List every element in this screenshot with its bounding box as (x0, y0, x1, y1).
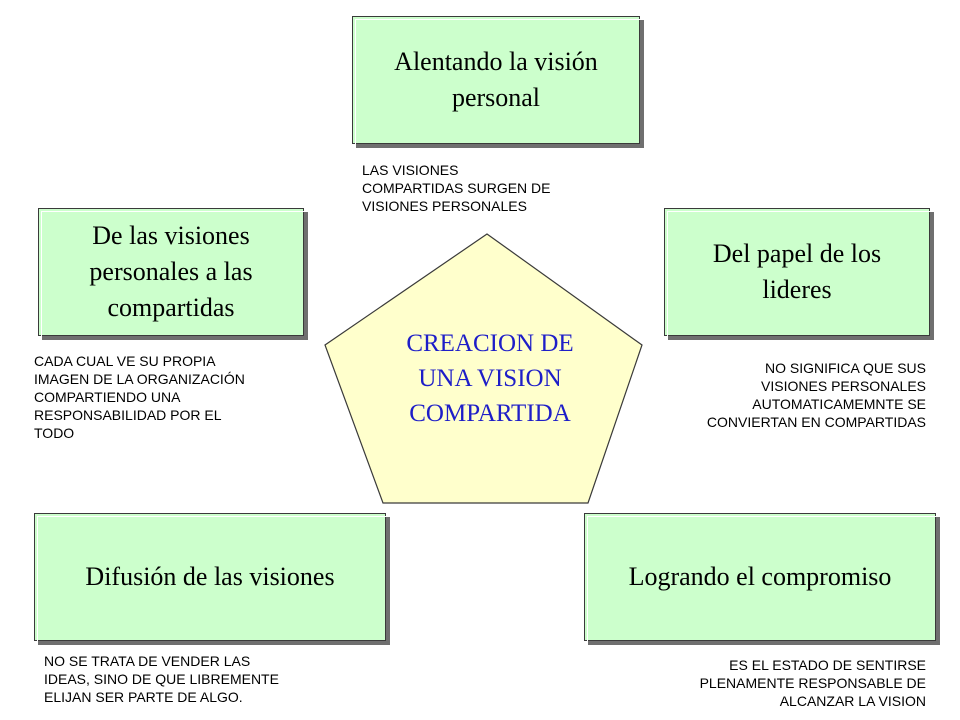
node-bottom-right-box: Logrando el compromiso (584, 513, 936, 641)
node-left-box: De las visiones personales a las compart… (38, 208, 304, 336)
node-top-note: LAS VISIONES COMPARTIDAS SURGEN DE VISIO… (362, 162, 551, 214)
node-bottom-right-label: Logrando el compromiso (628, 562, 892, 592)
node-right-note: NO SIGNIFICA QUE SUS VISIONES PERSONALES… (706, 360, 926, 430)
node-right-box: Del papel de los lideres (664, 208, 930, 336)
node-top-label: Alentando la visión personal (394, 47, 598, 112)
node-bottom-left-note: NO SE TRATA DE VENDER LAS IDEAS, SINO DE… (44, 653, 279, 705)
center-title: CREACION DE UNA VISION COMPARTIDA (406, 330, 574, 427)
node-top-box: Alentando la visión personal (352, 16, 640, 144)
node-right-label: Del papel de los lideres (712, 239, 882, 304)
node-bottom-left-box: Difusión de las visiones (34, 513, 386, 641)
node-bottom-left-label: Difusión de las visiones (85, 562, 335, 592)
node-left-label: De las visiones personales a las compart… (89, 221, 253, 322)
node-bottom-right-note: ES EL ESTADO DE SENTIRSE PLENAMENTE RESP… (699, 657, 926, 709)
node-left-note: CADA CUAL VE SU PROPIA IMAGEN DE LA ORGA… (34, 353, 245, 441)
